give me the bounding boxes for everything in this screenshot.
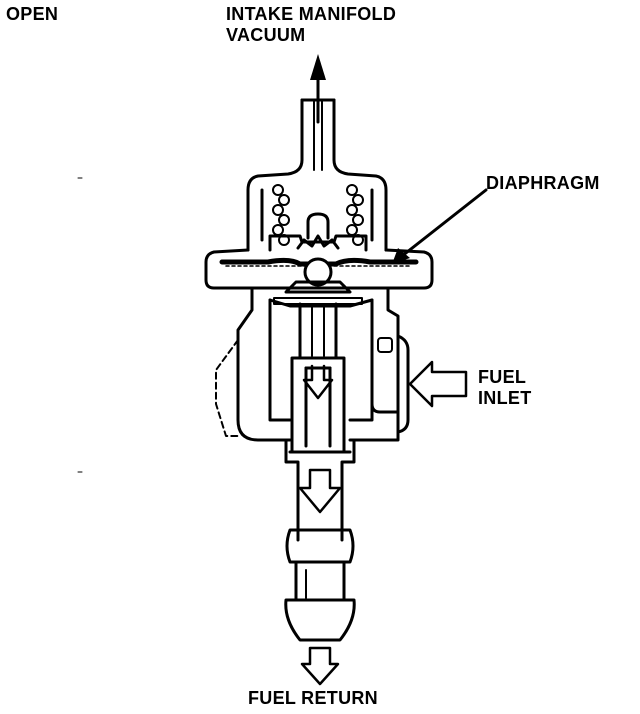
- valve-ball: [284, 257, 352, 294]
- fuel-return-label: FUEL RETURN: [248, 688, 378, 708]
- upper-housing: [204, 248, 434, 290]
- fuel-inlet-arrow: [408, 360, 468, 408]
- intake-manifold-label: INTAKE MANIFOLD VACUUM: [226, 4, 396, 46]
- return-flow-arrow: [298, 468, 342, 514]
- diaphragm-pointer: [392, 188, 488, 264]
- return-outlet-tube: [284, 438, 356, 642]
- state-label: OPEN: [6, 4, 59, 24]
- vacuum-flow-arrow: [310, 54, 326, 124]
- intake-label-line2: VACUUM: [226, 25, 306, 45]
- fuel-inlet-line1: FUEL: [478, 367, 527, 387]
- spring-retainer: [268, 212, 368, 252]
- vacuum-nozzle: [246, 98, 388, 252]
- fuel-inlet-label: FUEL INLET: [478, 367, 532, 409]
- fuel-inlet-line2: INLET: [478, 388, 532, 408]
- valve-seat-tube: [273, 297, 363, 454]
- valve-flow-arrow: [302, 364, 334, 400]
- intake-label-line1: INTAKE MANIFOLD: [226, 4, 397, 24]
- spring-right: [346, 184, 364, 246]
- lower-housing: [215, 286, 410, 442]
- diaphragm-label: DIAPHRAGM: [486, 173, 600, 193]
- fuel-return-arrow: [300, 646, 340, 686]
